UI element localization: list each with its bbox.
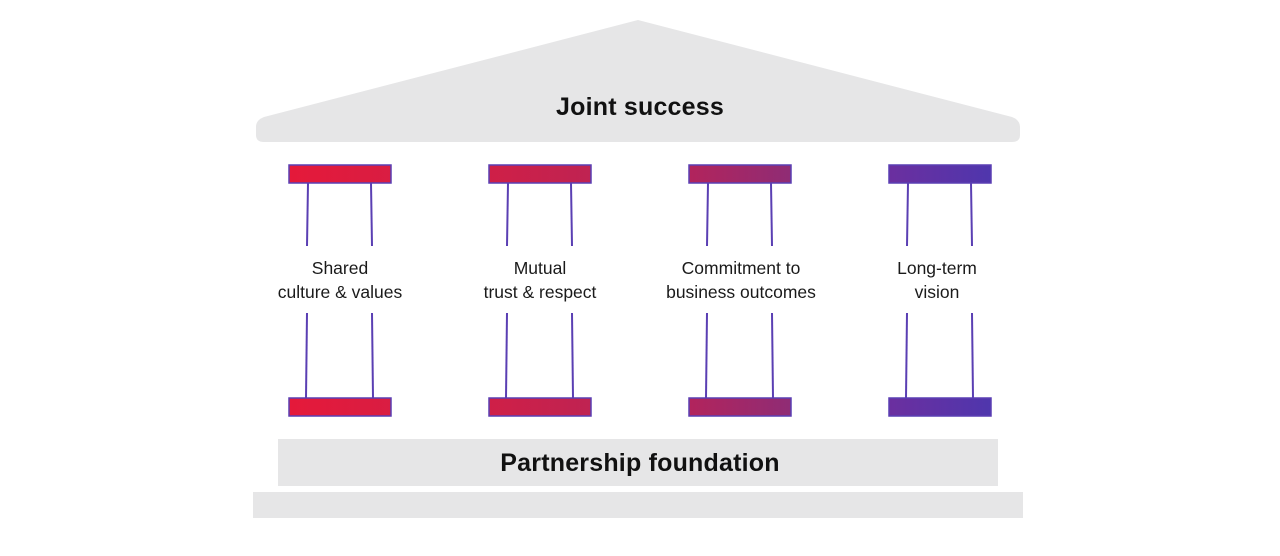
pillar-culture — [288, 164, 392, 417]
pillar-shaft-line-left-lower — [705, 312, 708, 399]
pillar-label-line1: Commitment to — [681, 258, 801, 278]
pillar-shaft-line-right-lower — [371, 312, 374, 399]
pillar-shaft-line-right-lower — [771, 312, 774, 399]
foundation-title: Partnership foundation — [500, 449, 780, 477]
pillar-label-vision: Long-term vision — [827, 256, 1047, 304]
pillar-label-line2: vision — [914, 282, 960, 302]
pillar-shaft-line-right-lower — [571, 312, 574, 399]
pillar-label-commitment: Commitment to business outcomes — [631, 256, 851, 304]
pillar-base — [888, 397, 992, 417]
pillar-shaft-line-right-upper — [370, 182, 373, 247]
pillar-shaft-line-left-upper — [306, 182, 309, 247]
pillar-label-line1: Shared — [311, 258, 369, 278]
pillar-shaft-line-right-upper — [570, 182, 573, 247]
pillar-commitment — [688, 164, 792, 417]
pillar-base — [288, 397, 392, 417]
pillar-shaft-line-left-upper — [906, 182, 909, 247]
pillar-shaft-line-right-upper — [770, 182, 773, 247]
pillar-shaft-line-right-lower — [971, 312, 974, 399]
pillar-capital — [288, 164, 392, 184]
pillar-base — [488, 397, 592, 417]
pillar-shaft-line-left-lower — [505, 312, 508, 399]
pillar-shaft-line-left-lower — [905, 312, 908, 399]
pillar-label-culture: Shared culture & values — [230, 256, 450, 304]
pillars — [288, 164, 992, 417]
pillar-shaft-line-left-upper — [706, 182, 709, 247]
pillar-shaft-line-right-upper — [970, 182, 973, 247]
pillar-vision — [888, 164, 992, 417]
pillar-capital — [888, 164, 992, 184]
pillar-capital — [688, 164, 792, 184]
pillar-shaft-line-left-lower — [305, 312, 308, 399]
base-step — [253, 492, 1023, 518]
pillar-label-line2: business outcomes — [666, 282, 816, 302]
pillar-base — [688, 397, 792, 417]
pillar-label-line2: culture & values — [277, 282, 403, 302]
roof-title: Joint success — [556, 93, 724, 121]
foundation-block — [278, 439, 998, 486]
pillar-capital — [488, 164, 592, 184]
pillar-shaft-line-left-upper — [506, 182, 509, 247]
roof-pediment — [256, 20, 1020, 142]
pillar-label-line2: trust & respect — [483, 282, 597, 302]
pillar-trust — [488, 164, 592, 417]
pillar-label-line1: Mutual — [513, 258, 567, 278]
pillar-label-trust: Mutual trust & respect — [430, 256, 650, 304]
pillar-label-line1: Long-term — [897, 258, 977, 278]
